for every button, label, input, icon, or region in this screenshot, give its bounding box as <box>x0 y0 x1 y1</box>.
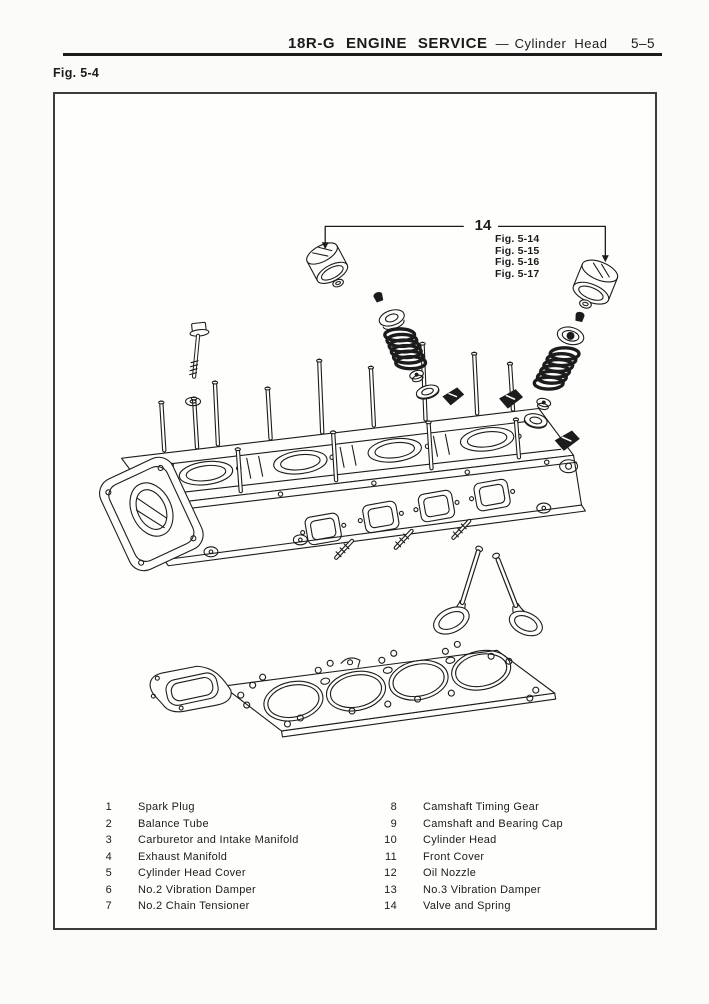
part-name: No.3 Vibration Damper <box>423 883 541 896</box>
part-number: 6 <box>105 883 112 896</box>
figure-reference: Fig. 5-17 <box>495 267 540 280</box>
part-row: 12 Oil Nozzle <box>375 865 563 882</box>
head-bolt-drawing <box>185 321 210 407</box>
valve-lifter <box>306 242 349 285</box>
page-number: 5–5 <box>630 36 655 51</box>
exploded-view-drawing <box>99 225 619 738</box>
part-row: 6 No.2 Vibration Damper <box>90 882 299 899</box>
part-row: 14 Valve and Spring <box>375 898 563 915</box>
part-name: Valve and Spring <box>423 900 511 912</box>
spring-retainer <box>556 326 585 346</box>
part-name: Camshaft Timing Gear <box>423 801 540 813</box>
part-number: 1 <box>105 801 112 813</box>
figure-reference: Fig. 5-16 <box>495 256 540 269</box>
figure-reference: Fig. 5-14 <box>495 233 540 245</box>
part-name: No.2 Chain Tensioner <box>138 900 250 912</box>
spring-retainer <box>378 309 405 330</box>
part-name: Camshaft and Bearing Cap <box>423 817 563 830</box>
exhaust-valve <box>492 552 543 637</box>
valve-stem-seal <box>536 397 552 411</box>
part-name: No.2 Vibration Damper <box>138 883 256 896</box>
valves-drawing <box>433 545 543 637</box>
part-row: 3 Carburetor and Intake Manifold <box>90 832 299 849</box>
figure-box: 14 Fig. 5-14 Fig. 5-15 Fig. 5-16 Fig. 5-… <box>53 92 657 930</box>
part-number: 5 <box>105 867 112 879</box>
part-name: Cylinder Head <box>423 834 497 846</box>
adjusting-shim <box>332 278 344 288</box>
part-row: 1 Spark Plug <box>90 799 299 816</box>
timing-cover-end <box>99 456 204 572</box>
exhaust-valve-parts-drawing <box>442 259 619 451</box>
part-number: 3 <box>105 834 112 846</box>
part-row: 8 Camshaft Timing Gear <box>375 799 563 816</box>
part-name: Front Cover <box>423 850 485 863</box>
callout-number: 14 <box>468 217 498 234</box>
part-number: 13 <box>384 883 397 896</box>
part-row: 9 Camshaft and Bearing Cap <box>375 816 563 833</box>
part-number: 12 <box>384 867 397 879</box>
part-name: Exhaust Manifold <box>138 850 228 863</box>
parts-list-left: 1 Spark Plug 2 Balance Tube 3 Carburetor an… <box>90 799 299 915</box>
part-number: 9 <box>390 817 397 830</box>
part-number: 8 <box>390 801 397 813</box>
figure-references: Fig. 5-14 Fig. 5-15 Fig. 5-16 Fig. 5-17 <box>495 233 540 280</box>
part-row: 2 Balance Tube <box>90 816 299 833</box>
valve-spring <box>532 346 581 391</box>
part-number: 2 <box>105 817 112 830</box>
valve-lifter <box>572 259 619 305</box>
part-number: 10 <box>384 834 397 846</box>
part-name: Balance Tube <box>138 817 209 830</box>
part-number: 11 <box>384 850 397 863</box>
header-rule <box>63 53 662 56</box>
valve-spring <box>383 327 428 371</box>
part-row: 13 No.3 Vibration Damper <box>375 882 563 899</box>
part-name: Carburetor and Intake Manifold <box>138 834 299 846</box>
parts-list-right: 8 Camshaft Timing Gear 9 Camshaft and Bear… <box>375 799 563 915</box>
head-studs <box>158 341 522 560</box>
figure-reference: Fig. 5-15 <box>495 244 540 257</box>
intake-valve-parts-drawing <box>306 242 440 400</box>
spring-seat <box>415 384 440 400</box>
valve-stem-seal <box>409 369 424 383</box>
valve-keeper-small <box>373 291 384 303</box>
valve-keeper-cotters <box>442 387 580 451</box>
callout-lines <box>321 225 609 263</box>
header-subtitle: Cylinder Head <box>514 36 608 51</box>
adjusting-shim <box>579 299 592 309</box>
spring-seat <box>523 413 548 429</box>
part-row: 10 Cylinder Head <box>375 832 563 849</box>
part-row: 7 No.2 Chain Tensioner <box>90 898 299 915</box>
part-number: 7 <box>105 900 112 912</box>
part-name: Cylinder Head Cover <box>138 867 246 879</box>
part-row: 11 Front Cover <box>375 849 563 866</box>
valve-keeper-small <box>575 311 585 323</box>
figure-label: Fig. 5-4 <box>53 66 100 80</box>
part-name: Spark Plug <box>138 801 195 813</box>
part-row: 4 Exhaust Manifold <box>90 849 299 866</box>
part-row: 5 Cylinder Head Cover <box>90 865 299 882</box>
cylinder-head-drawing <box>99 341 587 572</box>
head-gasket-drawing <box>149 640 557 738</box>
page-header-title: 18R-G ENGINE SERVICE — Cylinder Head <box>288 35 607 53</box>
header-title-bold: 18R-G ENGINE SERVICE <box>288 35 488 52</box>
part-name: Oil Nozzle <box>423 867 477 879</box>
header-separator: — <box>495 36 509 51</box>
intake-valve <box>433 545 484 635</box>
part-number: 4 <box>105 850 112 863</box>
part-number: 14 <box>384 900 397 912</box>
